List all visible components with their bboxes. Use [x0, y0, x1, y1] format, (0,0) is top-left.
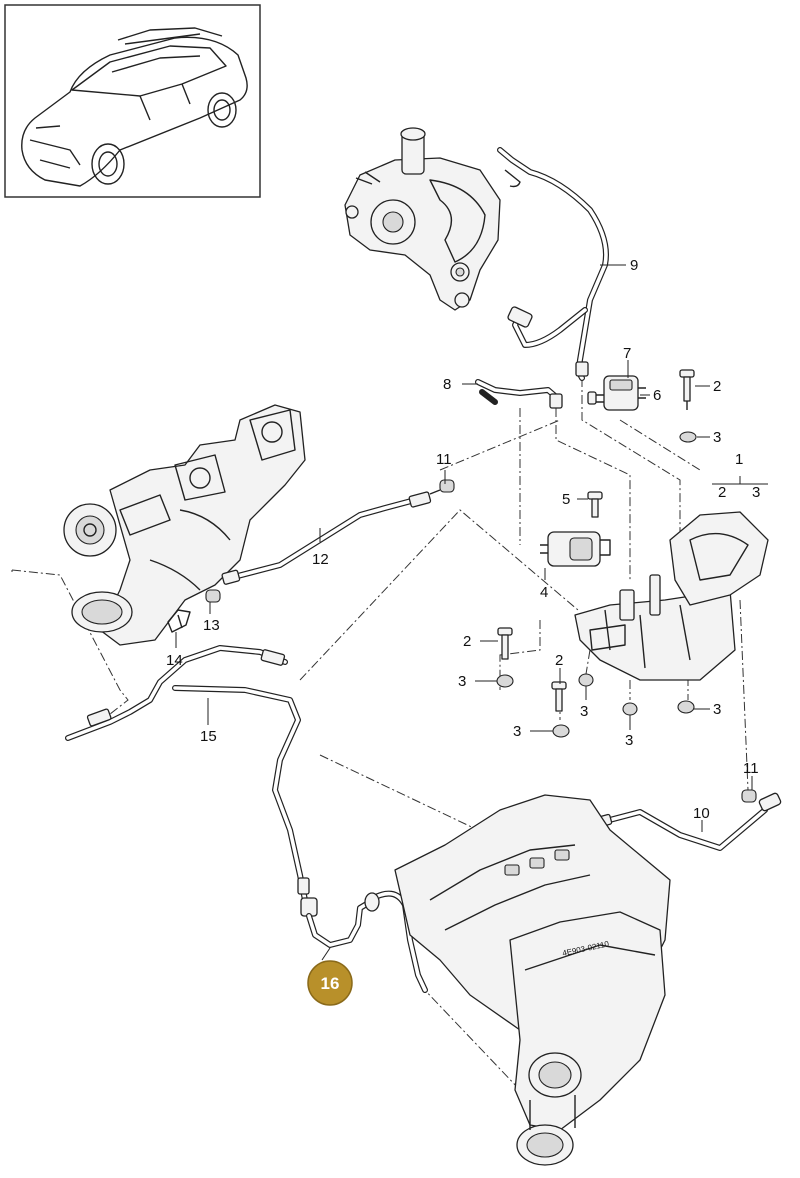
highlighted-part-badge[interactable]: 16: [307, 960, 353, 1006]
hose-8: [475, 379, 563, 409]
callout-3e[interactable]: 3: [625, 732, 633, 749]
clip-14: [167, 609, 191, 633]
screws-and-washers: [496, 369, 697, 738]
callout-15[interactable]: 15: [200, 728, 217, 745]
callout-2b[interactable]: 2: [463, 633, 471, 650]
callout-3c[interactable]: 3: [580, 703, 588, 720]
callout-10[interactable]: 10: [693, 805, 710, 822]
callout-12[interactable]: 12: [312, 551, 329, 568]
turbocharger-left: [63, 404, 306, 646]
callout-1-sub-3[interactable]: 3: [752, 484, 760, 501]
screw-2b: [497, 627, 513, 660]
callout-11a[interactable]: 11: [436, 451, 452, 468]
badge-label[interactable]: 16: [321, 974, 340, 993]
callout-3f[interactable]: 3: [713, 701, 721, 718]
callout-1[interactable]: 1: [735, 451, 743, 468]
callout-3a[interactable]: 3: [713, 429, 721, 446]
washer-3f: [677, 700, 695, 714]
callout-5[interactable]: 5: [562, 491, 570, 508]
callout-3b[interactable]: 3: [458, 673, 466, 690]
callout-1-sub-2[interactable]: 2: [718, 484, 726, 501]
clamp-11a: [439, 479, 455, 493]
solenoid-valve-4: [540, 531, 611, 567]
pressure-valve: [587, 375, 646, 411]
washer-3c: [552, 724, 570, 738]
badge-circle[interactable]: [307, 960, 353, 1006]
hose-9: [497, 147, 609, 381]
leader-lines: [175, 264, 768, 961]
exhaust-manifold-bottom: 4E903-02110: [394, 794, 671, 1166]
callout-11b[interactable]: 11: [743, 760, 759, 777]
screw-2c: [551, 681, 567, 712]
vacuum-pump: [344, 127, 501, 311]
clamp-13: [205, 589, 221, 603]
screw-5: [587, 491, 603, 518]
washer-3a: [679, 431, 697, 443]
clamp-11b: [741, 789, 757, 803]
callout-labels: 9 7 6 8 2 3 1 2 3 11 5 12 4 13 14 2 3 2 …: [166, 257, 760, 822]
car-icon: [21, 27, 248, 187]
callout-4[interactable]: 4: [540, 584, 548, 601]
callout-14[interactable]: 14: [166, 652, 183, 669]
bracket-assembly-1: [574, 511, 769, 681]
callout-2a[interactable]: 2: [713, 378, 721, 395]
callout-13[interactable]: 13: [203, 617, 220, 634]
callout-3d[interactable]: 3: [513, 723, 521, 740]
callout-9[interactable]: 9: [630, 257, 638, 274]
washer-3b: [496, 674, 514, 688]
vehicle-thumbnail: [4, 4, 261, 198]
hose-12: [221, 489, 441, 585]
callout-7[interactable]: 7: [623, 345, 631, 362]
callout-8[interactable]: 8: [443, 376, 451, 393]
hose-15: [65, 645, 310, 903]
screw-2a: [679, 369, 695, 410]
callout-6[interactable]: 6: [653, 387, 661, 404]
callout-2c[interactable]: 2: [555, 652, 563, 669]
washer-3e: [622, 702, 638, 716]
washer-3d: [578, 673, 594, 687]
